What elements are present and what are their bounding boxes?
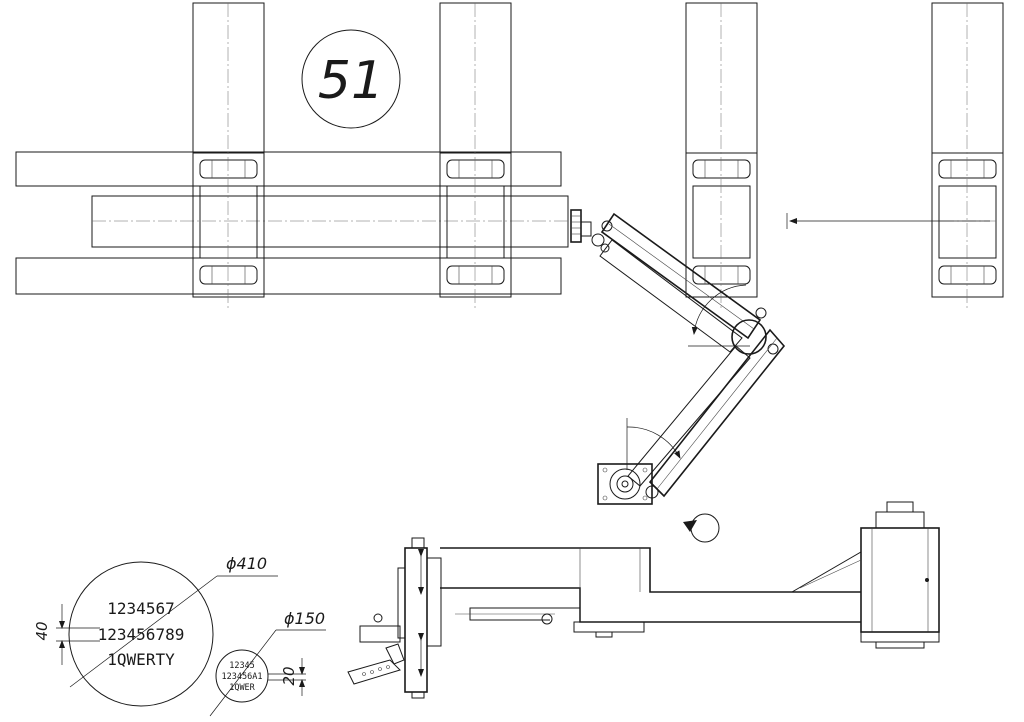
workpiece-bar	[91, 195, 569, 248]
small-disc-diameter-label: ϕ150	[284, 609, 325, 628]
large-marking-disc: 1234567 123456789 1QWERTY ϕ410 40	[33, 554, 278, 707]
large-disc-line-3: 1QWERTY	[107, 650, 175, 669]
roller-station-3	[685, 2, 758, 310]
lower-guide-bar	[15, 257, 562, 295]
upper-guide-bar	[15, 151, 562, 187]
small-disc-line-2: 123456A1	[222, 672, 263, 682]
large-disc-line-2: 123456789	[98, 625, 185, 644]
gripper-head	[570, 209, 613, 253]
side-elevation	[347, 501, 940, 699]
arm-base-plate	[597, 463, 653, 505]
small-disc-line-3: 1QWER	[229, 683, 255, 693]
sheet-number-badge: 51	[301, 29, 401, 129]
articulated-arm	[570, 209, 786, 505]
elbow-joint	[731, 319, 767, 355]
small-marking-disc: 12345 123456A1 1QWER ϕ150 20	[209, 609, 326, 717]
angle-indicator-upper	[688, 284, 750, 347]
small-disc-height-dimension: 20	[280, 666, 298, 685]
small-disc-line-1: 12345	[229, 661, 255, 671]
roller-station-4	[931, 2, 1004, 310]
top-view-frame	[15, 2, 1004, 310]
direction-arrow-icon	[786, 213, 990, 229]
angle-indicator-lower	[626, 418, 681, 470]
large-disc-line-1: 1234567	[107, 599, 174, 618]
roller-station-1	[192, 2, 265, 310]
rotation-arrow-icon	[683, 513, 720, 543]
roller-station-2	[439, 2, 512, 310]
upper-arm-link	[599, 212, 762, 353]
large-disc-height-dimension: 40	[33, 621, 51, 640]
sheet-number: 51	[318, 51, 384, 111]
flange-plate	[404, 547, 428, 693]
large-disc-diameter-label: ϕ410	[226, 554, 267, 573]
